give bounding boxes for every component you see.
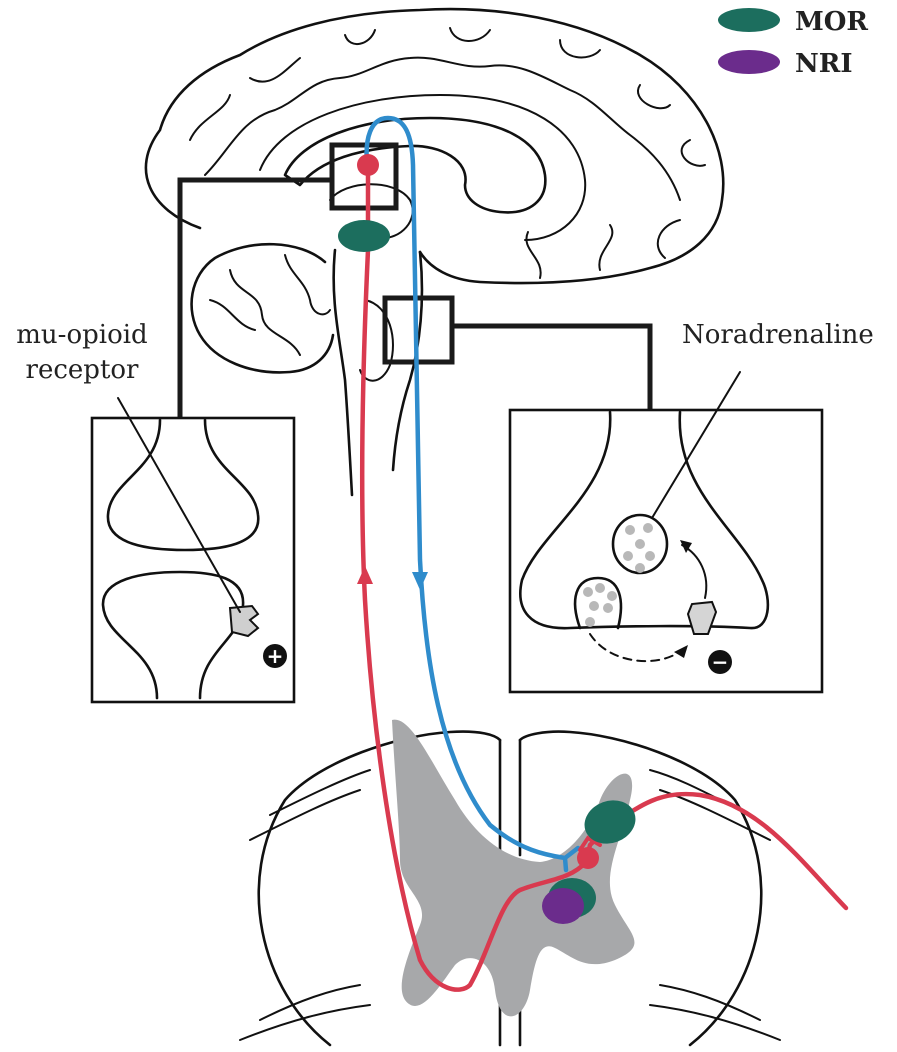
vesicle-dot bbox=[623, 551, 633, 561]
vesicle-dot bbox=[585, 617, 595, 627]
legend-label-nri: NRI bbox=[795, 49, 853, 79]
gyrus-line bbox=[450, 28, 490, 41]
cerebellum-folia bbox=[210, 300, 255, 330]
gyrus-line bbox=[658, 220, 680, 258]
minus-sign: − bbox=[712, 650, 729, 674]
cerebrum-outline bbox=[146, 9, 723, 283]
cingulate-line bbox=[260, 95, 585, 240]
vesicle-dot bbox=[643, 523, 653, 533]
vesicle-dot bbox=[625, 525, 635, 535]
vesicle-dot bbox=[607, 591, 617, 601]
callout-label-mu-opioid: mu-opioid bbox=[16, 320, 147, 350]
vesicle-dot bbox=[635, 539, 645, 549]
vesicle-dot bbox=[589, 601, 599, 611]
mor-receptor-brainstem bbox=[338, 220, 390, 252]
ascending-arrowhead bbox=[357, 566, 373, 584]
cerebellum-folia bbox=[285, 255, 330, 314]
callout-label-receptor: receptor bbox=[26, 355, 140, 385]
gyrus-line bbox=[682, 140, 705, 166]
cerebellum-folia bbox=[230, 270, 300, 355]
callout-label-noradrenaline: Noradrenaline bbox=[682, 320, 874, 350]
vesicle-dot bbox=[645, 551, 655, 561]
spinal-cord bbox=[240, 720, 780, 1045]
plus-sign: + bbox=[267, 644, 284, 668]
gyrus-line bbox=[560, 40, 600, 57]
inset-right: − bbox=[510, 372, 822, 692]
vesicle-dot bbox=[635, 563, 645, 573]
nri-transporter-synapse bbox=[542, 888, 584, 924]
brainstem-outline bbox=[334, 250, 422, 495]
gyrus-line bbox=[638, 85, 670, 108]
gyrus-line bbox=[190, 95, 230, 140]
legend: MOR NRI bbox=[718, 7, 868, 79]
gyrus-line bbox=[599, 225, 612, 270]
roi-box-upper bbox=[332, 145, 396, 208]
vesicle-dot bbox=[603, 603, 613, 613]
connector-right bbox=[452, 326, 650, 410]
inset-left: + bbox=[92, 398, 294, 702]
gyrus-line bbox=[345, 30, 375, 44]
vesicle-dot bbox=[595, 583, 605, 593]
ascending-neuron-soma bbox=[357, 154, 379, 176]
gyrus-line bbox=[250, 58, 300, 82]
legend-swatch-nri bbox=[718, 50, 780, 74]
vesicle-dot bbox=[583, 587, 593, 597]
legend-label-mor: MOR bbox=[795, 7, 868, 37]
legend-swatch-mor bbox=[718, 8, 780, 32]
callout-labels: mu-opioid receptor Noradrenaline bbox=[16, 320, 874, 385]
descending-arrowhead bbox=[412, 572, 428, 590]
